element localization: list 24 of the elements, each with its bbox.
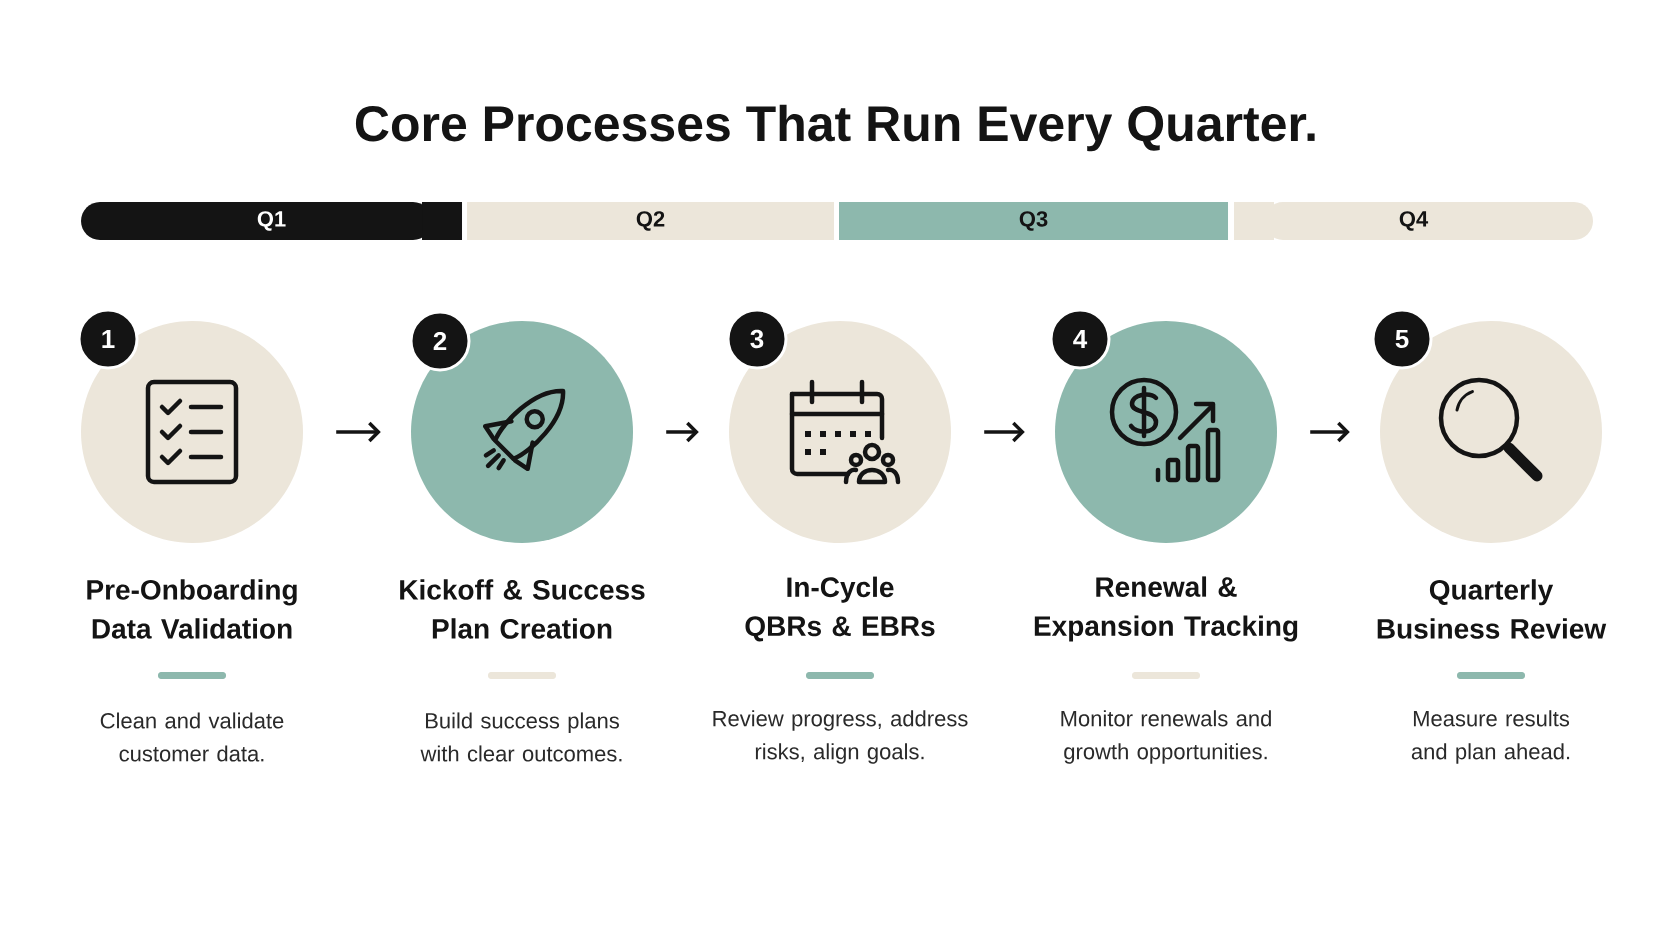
- number-badge: 5: [1371, 308, 1433, 370]
- step-heading: Pre-Onboarding Data Validation: [87, 579, 297, 639]
- quarter-segment: Q2: [467, 202, 834, 240]
- arrow: [1310, 421, 1350, 443]
- arrow: [666, 421, 699, 443]
- quarter-segment: Q1: [81, 202, 462, 240]
- step-description: Review progress, address risks, align goals.: [713, 710, 968, 764]
- number-badge: 1: [77, 308, 139, 370]
- number-badge: 2: [409, 310, 471, 372]
- step-description: Monitor renewals and growth opportunities.: [1061, 710, 1271, 764]
- arrow: [336, 421, 381, 443]
- step-description: Clean and validate customer data.: [100, 712, 284, 762]
- step-heading: In-Cycle QBRs & EBRs: [745, 576, 935, 642]
- arrow: [984, 421, 1025, 443]
- number-badge: 4: [1049, 308, 1111, 370]
- step-description: Build success plans with clear outcomes.: [420, 712, 622, 762]
- step-heading: Kickoff & Success Plan Creation: [400, 579, 645, 639]
- step-heading: Renewal & Expansion Tracking: [1034, 576, 1298, 642]
- title: Core Processes That Run Every Quarter.: [355, 104, 1315, 152]
- step-description: Measure results and plan ahead.: [1411, 710, 1570, 764]
- step-heading: Quarterly Business Review: [1377, 579, 1607, 639]
- quarter-segment: Q4: [1234, 202, 1593, 240]
- quarter-segment: Q3: [839, 202, 1228, 240]
- number-badge: 3: [726, 308, 788, 370]
